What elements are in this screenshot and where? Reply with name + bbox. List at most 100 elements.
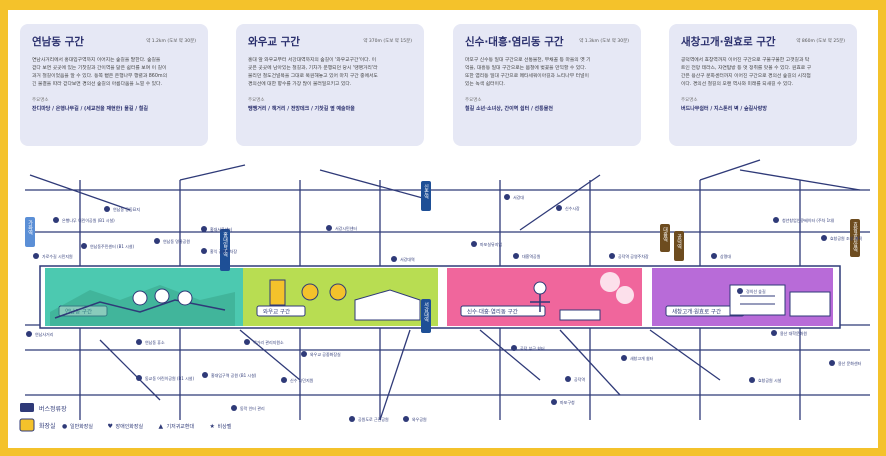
station-marker[interactable]	[25, 217, 35, 247]
wawu-illustration	[269, 279, 421, 321]
card-distance: 약 1.3km (도보 약 30분)	[579, 39, 629, 44]
poi-marker-icon[interactable]	[471, 241, 477, 247]
sinsu-illustration	[530, 272, 634, 321]
station-name: 공덕역	[676, 234, 682, 250]
poi-marker-icon[interactable]	[829, 360, 835, 366]
legend-item: 비상벨	[218, 423, 232, 430]
poi-label-mapo_office: 마포구청	[560, 399, 575, 405]
poi-marker-icon[interactable]	[737, 288, 743, 294]
poi-label-daeheung_park: 대흥역공원	[522, 253, 541, 259]
legend-item: 기저귀교환대	[167, 423, 195, 430]
poi-marker-icon[interactable]	[349, 416, 355, 422]
poi-label-hyochang_sign: 청년창업인큐베이터 (주차 1대)	[782, 217, 835, 223]
poi-marker-icon[interactable]	[511, 345, 517, 351]
toilet-icon	[19, 418, 35, 432]
poi-label-sangmyeong: 상명대	[720, 253, 731, 259]
poi-marker-icon[interactable]	[403, 416, 409, 422]
poi-marker-icon[interactable]	[513, 253, 519, 259]
card-places: 땡땡거리 / 책거리 / 전망데크 / 기찻길 옆 예술마을	[248, 106, 355, 112]
poi-label-ewha: 새창고개 쉼터	[630, 355, 654, 361]
card-desc-line: 트인 전망 테라스, 자연탐방 등 멋 정취를 맛볼 수 있다. 원효로 구	[681, 66, 812, 71]
poi-marker-icon[interactable]	[81, 243, 87, 249]
station-marker[interactable]	[660, 224, 670, 252]
card-places-label: 주요명소	[681, 98, 698, 103]
poi-label-dongmak: 동막 인터 관리	[240, 405, 265, 411]
poi-marker-icon[interactable]	[749, 377, 755, 383]
card-desc-line: 홍대 앞 와우교부터 서강대역까지의 숲길이 '와우교구간'이다. 이	[248, 58, 377, 63]
card-desc-line: 있는 녹색 쉼터이다.	[465, 82, 505, 87]
poi-marker-icon[interactable]	[556, 205, 562, 211]
card-places-label: 주요명소	[248, 98, 265, 103]
poi-marker-icon[interactable]	[244, 339, 250, 345]
heart-icon: ♥	[108, 423, 113, 430]
section-card-3: 새창고개·원효로 구간 약 860m (도보 약 25분) 공덕역에서 효창역까지 …	[669, 24, 857, 146]
poi-label-wawu_toilet: 와우교 공중화장실	[310, 351, 341, 357]
card-places: 버드나무쉼터 / 지스톤리 벽 / 숲길사랑방	[681, 106, 767, 112]
section-label: 와우교 구간	[263, 308, 290, 316]
poi-marker-icon[interactable]	[711, 253, 717, 259]
poi-marker-icon[interactable]	[136, 339, 142, 345]
poi-marker-icon[interactable]	[391, 256, 397, 262]
card-distance: 약 370m (도보 약 15분)	[363, 39, 412, 44]
poi-label-hongik_st: 홍익 공용주차장	[210, 248, 237, 254]
poi-label-ginkgo_toilet: 연남동주민센터 (B1 시설)	[90, 243, 135, 249]
card-places: 철길 소년·소녀상, 간이역 쉼터 / 선통물천	[465, 106, 553, 112]
star-icon: ★	[210, 423, 215, 430]
poi-label-wawu_rest: 책거리 관리지원소	[253, 339, 284, 345]
poi-label-gongdeok_rest: 공덕 부근 쉼터	[520, 345, 545, 351]
card-desc-line: 간은 용산구 문화센터까지 이어진 구간으로 경의선 숲길의 시작점	[681, 74, 811, 79]
poi-marker-icon[interactable]	[326, 225, 332, 231]
legend-item: 일반화장실	[70, 423, 93, 430]
card-distance: 약 860m (도보 약 25분)	[796, 39, 845, 44]
poi-marker-icon[interactable]	[201, 226, 207, 232]
poi-marker-icon[interactable]	[202, 372, 208, 378]
station-marker[interactable]	[220, 229, 230, 271]
station-name: 신촌역	[423, 183, 429, 200]
station-marker[interactable]	[850, 219, 860, 257]
card-places-label: 주요명소	[465, 98, 482, 103]
poi-label-seoul_park: 연남동 명물공원	[163, 238, 190, 244]
poi-marker-icon[interactable]	[231, 405, 237, 411]
poi-marker-icon[interactable]	[621, 355, 627, 361]
poi-marker-icon[interactable]	[33, 253, 39, 259]
poi-marker-icon[interactable]	[773, 217, 779, 223]
card-places: 잔디마당 / 은행나무길 / (세교천을 재현한) 물길 / 철길	[32, 106, 148, 112]
station-marker[interactable]	[421, 181, 431, 211]
poi-label-sogang_u: 서강대	[513, 194, 524, 200]
yeonnam-illustration	[50, 285, 235, 326]
poi-marker-icon[interactable]	[551, 399, 557, 405]
legend: 버스정류장 화장실 ●일반화장실♥장애인화장실▲기저귀교환대★비상벨	[19, 403, 232, 432]
poi-label-muhak: 마포실뮤지엄	[480, 241, 502, 247]
poi-label-bungalow: 연남동 휴소	[145, 339, 165, 345]
card-desc-line: 또한 염리동 일대 구간으로 메타세쿼이아길과 느티나무 터널이	[465, 74, 589, 79]
station-marker[interactable]	[674, 231, 684, 261]
poi-marker-icon[interactable]	[504, 194, 510, 200]
poi-marker-icon[interactable]	[281, 377, 287, 383]
card-title: 연남동 구간	[32, 36, 84, 48]
poi-marker-icon[interactable]	[565, 376, 571, 382]
poi-label-seogang_pk: 서강대역	[400, 256, 415, 262]
poi-marker-icon[interactable]	[26, 331, 32, 337]
poi-marker-icon[interactable]	[53, 217, 59, 223]
poi-marker-icon[interactable]	[301, 351, 307, 357]
station-name: 홍대입구역	[222, 231, 228, 258]
poi-marker-icon[interactable]	[136, 375, 142, 381]
poi-label-sinchon_pub: 홍대서울센터	[210, 226, 232, 232]
station-marker[interactable]	[421, 299, 431, 333]
poi-marker-icon[interactable]	[821, 235, 827, 241]
poi-marker-icon[interactable]	[154, 238, 160, 244]
poi-marker-icon[interactable]	[609, 253, 615, 259]
circle-icon: ●	[62, 423, 67, 430]
station-name: 대흥역	[662, 226, 668, 243]
poi-marker-icon[interactable]	[771, 330, 777, 336]
poi-label-yeonnam_park: 연남동 공동묘지	[113, 206, 140, 212]
poi-label-sinsoo: 신수 시민지원	[290, 377, 314, 383]
card-title: 새창고개·원효로 구간	[681, 36, 776, 48]
poi-marker-icon[interactable]	[201, 248, 207, 254]
poi-marker-icon[interactable]	[104, 206, 110, 212]
poi-label-yongsan_pk: 용산 대학문화원	[780, 330, 807, 336]
